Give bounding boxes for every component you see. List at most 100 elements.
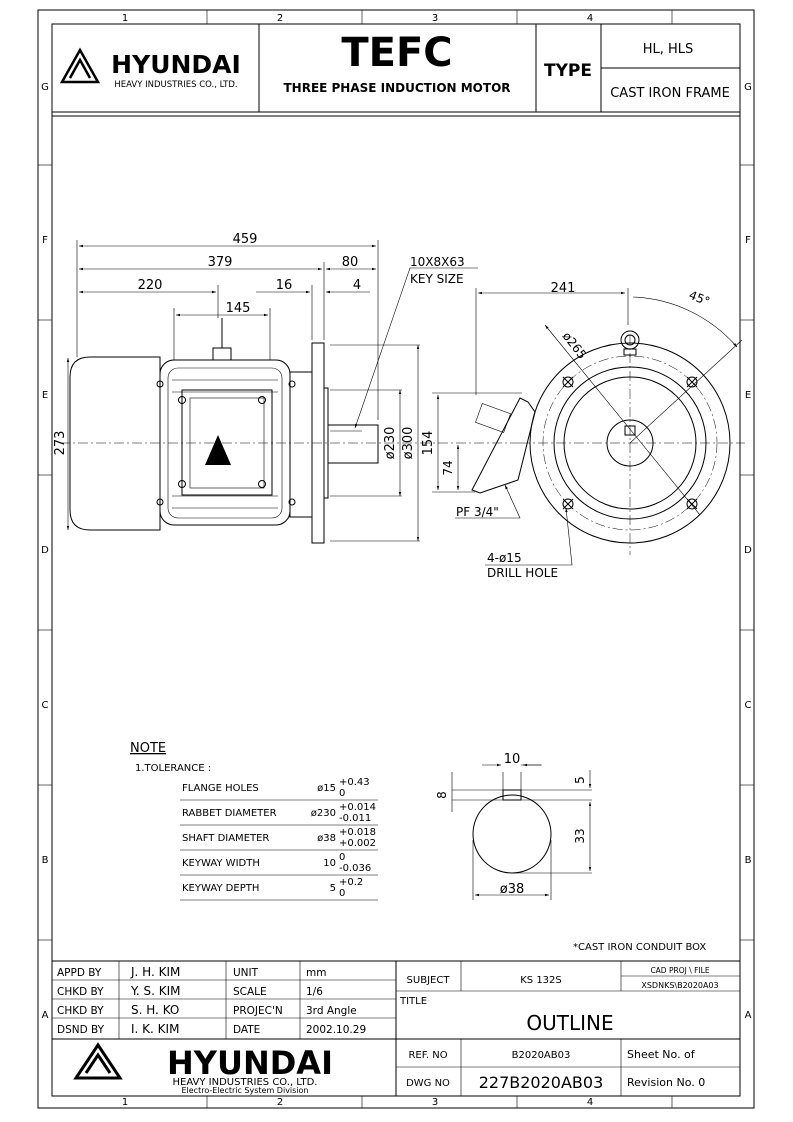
tolerance-nominal: 5: [330, 883, 336, 894]
col-label: 1: [122, 1097, 128, 1108]
tb-role: CHKD BY: [57, 1005, 104, 1017]
side-dimensions: 459 379 80 220 16 4 145 273 ø230 ø300 10…: [53, 232, 478, 542]
tb-name: J. H. KIM: [130, 965, 180, 979]
terminal-box: [181, 389, 273, 496]
tb-value: mm: [306, 967, 326, 979]
outer-frame: [37, 9, 755, 1109]
tb-role: CHKD BY: [57, 986, 104, 998]
footer-logo-sub1: HEAVY INDUSTRIES CO., LTD.: [173, 1077, 318, 1088]
dim-box-offset: 241: [551, 281, 576, 296]
dim-shaft-dia: ø38: [500, 882, 525, 897]
tolerance-lower: -0.011: [339, 813, 371, 824]
row-label: A: [745, 1010, 752, 1021]
type-value-1: HL, HLS: [643, 42, 694, 57]
front-view: 241 ø265 45° 154 74 PF 3/4" 4-ø15 DRILL …: [420, 281, 745, 580]
holes-count: 4-ø15: [487, 551, 522, 565]
row-label: F: [745, 235, 751, 246]
tolerance-label: KEYWAY WIDTH: [182, 858, 260, 869]
col-label: 4: [587, 13, 593, 24]
dwg-value: 227B2020AB03: [479, 1073, 604, 1092]
fan-cover: [69, 356, 161, 531]
dim-spigot: 4: [353, 278, 361, 293]
hyundai-logo-icon: [59, 47, 101, 84]
zone-ticks: [38, 10, 754, 1108]
tb-role: APPD BY: [57, 967, 102, 979]
dwg-label: DWG NO: [406, 1078, 450, 1089]
tolerance-upper: +0.018: [339, 827, 376, 838]
conduit-note: *CAST IRON CONDUIT BOX: [573, 942, 706, 953]
header-block: HYUNDAI HEAVY INDUSTRIES CO., LTD. TEFC …: [52, 24, 740, 117]
tb-name: Y. S. KIM: [130, 984, 181, 998]
subject-value: KS 132S: [520, 975, 562, 986]
revision-label: Revision No. 0: [627, 1076, 705, 1089]
title-label: TITLE: [399, 996, 427, 1007]
row-label: A: [42, 1010, 49, 1021]
col-label: 1: [122, 13, 128, 24]
tb-key: SCALE: [233, 986, 267, 998]
ref-label: REF. NO: [408, 1050, 447, 1061]
subject-label: SUBJECT: [407, 975, 451, 986]
dim-angle: 45°: [687, 288, 712, 309]
row-label: C: [745, 700, 752, 711]
tb-name: S. H. KO: [131, 1003, 179, 1017]
type-label: TYPE: [544, 61, 592, 81]
dim-body-length: 379: [208, 255, 233, 270]
dim-overall-length: 459: [233, 232, 258, 247]
col-label: 2: [277, 13, 283, 24]
product-desc: THREE PHASE INDUCTION MOTOR: [283, 81, 510, 95]
tolerance-upper: 0: [339, 852, 345, 863]
type-value-2: CAST IRON FRAME: [610, 86, 730, 101]
note-title: NOTE: [130, 741, 166, 756]
col-label: 3: [432, 1097, 438, 1108]
flange-outline: [529, 342, 731, 544]
row-label: E: [42, 390, 48, 401]
conduit-size: PF 3/4": [456, 505, 499, 519]
warning-icon: [205, 435, 231, 465]
footer-logo-word: HYUNDAI: [167, 1044, 333, 1082]
shaft-detail: 10 5 8 33 ø38: [435, 752, 592, 900]
tb-value: 2002.10.29: [306, 1024, 366, 1036]
tolerance-lower: +0.002: [339, 838, 376, 849]
header-logo-sub: HEAVY INDUSTRIES CO., LTD.: [114, 80, 237, 90]
tolerance-label: FLANGE HOLES: [182, 783, 259, 794]
dim-pcd: ø265: [560, 329, 590, 361]
cad-value: XSDNKS\B2020A03: [641, 981, 718, 990]
dim-flange-dia: ø300: [401, 427, 416, 460]
conduit-box: [471, 397, 536, 494]
col-label: 3: [432, 13, 438, 24]
side-view: [60, 318, 420, 544]
dim-fan-cover: 220: [138, 278, 163, 293]
col-label: 4: [587, 1097, 593, 1108]
tb-name: I. K. KIM: [131, 1022, 179, 1036]
dim-box-low: 74: [441, 460, 455, 475]
tolerance-nominal: ø38: [317, 833, 336, 844]
tb-key: DATE: [233, 1024, 260, 1036]
dim-box-height: 154: [421, 431, 436, 456]
tolerance-label: SHAFT DIAMETER: [182, 833, 269, 844]
dim-key-height: 8: [435, 791, 449, 799]
row-label: D: [744, 545, 752, 556]
row-label: G: [744, 82, 752, 93]
tolerance-lower: 0: [339, 788, 345, 799]
tolerance-lower: -0.036: [339, 863, 371, 874]
tb-key: UNIT: [233, 967, 259, 979]
tolerance-nominal: ø230: [311, 808, 336, 819]
note-subtitle: 1.TOLERANCE :: [135, 763, 211, 774]
tolerance-upper: +0.2: [339, 877, 363, 888]
zone-labels: 1 2 3 4 1 2 3 4 G F E D C B A G F E D C …: [41, 13, 752, 1108]
inner-frame: [51, 23, 741, 1097]
tb-value: 1/6: [306, 986, 323, 998]
tolerance-lower: 0: [339, 888, 345, 899]
tb-key: PROJEC'N: [233, 1005, 283, 1017]
row-label: E: [745, 390, 751, 401]
dim-shaft-height: 33: [573, 828, 587, 843]
cad-label: CAD PROJ \ FILE: [650, 966, 709, 975]
drawing-title: OUTLINE: [526, 1011, 613, 1035]
shaft: [327, 424, 379, 464]
key-size-value: 10X8X63: [410, 255, 465, 269]
row-label: G: [41, 82, 49, 93]
dim-rabbet-dia: ø230: [383, 427, 398, 460]
